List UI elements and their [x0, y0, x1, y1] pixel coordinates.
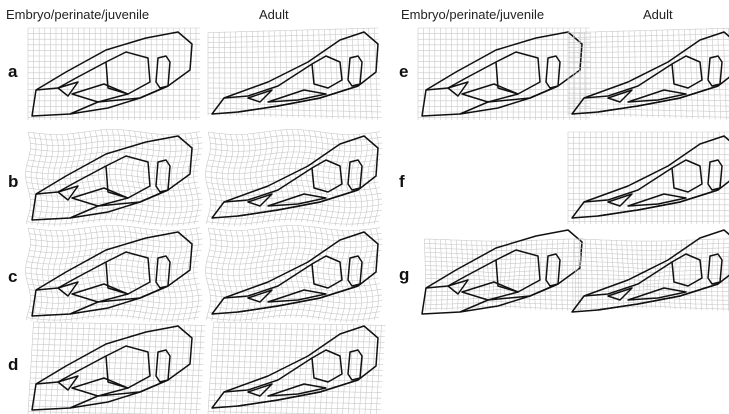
panel-c-adult	[208, 228, 380, 320]
skull-outer	[212, 136, 378, 218]
skull-fenestra1	[348, 56, 362, 86]
skull-orbit	[672, 56, 702, 88]
row-label-e: e	[399, 62, 408, 82]
skull-fenestra1	[156, 350, 170, 382]
skull-inner	[268, 90, 326, 102]
skull-grid-figure	[28, 322, 200, 414]
skull-fenestra1	[156, 160, 170, 192]
skull-outline	[212, 136, 378, 218]
deformation-grid	[568, 132, 729, 224]
panel-c-embryo	[28, 228, 200, 320]
skull-fenestra1	[348, 160, 362, 190]
panel-d-adult	[208, 322, 380, 414]
skull-fenestra1	[156, 256, 170, 288]
row-label-d: d	[8, 355, 18, 375]
skull-grid-figure	[208, 28, 380, 120]
skull-ridge	[36, 356, 106, 384]
panel-a-adult	[208, 28, 380, 120]
row-label-c: c	[8, 267, 17, 287]
row-label-f: f	[399, 172, 405, 192]
skull-fenestra1	[708, 56, 722, 86]
skull-grid-figure	[208, 228, 380, 320]
deformation-grid	[28, 322, 206, 414]
header-left-adult: Adult	[259, 7, 289, 22]
skull-grid-figure	[28, 132, 200, 224]
header-right-embryo: Embryo/perinate/juvenile	[401, 7, 544, 22]
panel-b-embryo	[28, 132, 200, 224]
skull-inner	[628, 90, 686, 102]
panel-g-adult	[568, 226, 729, 318]
row-label-g: g	[399, 265, 409, 285]
deformation-grid	[568, 28, 729, 120]
panel-g-embryo	[418, 226, 590, 318]
skull-grid-figure	[28, 28, 200, 120]
skull-outer	[212, 232, 378, 314]
header-right-adult: Adult	[643, 7, 673, 22]
skull-grid-figure	[208, 132, 380, 224]
skull-fenestra1	[348, 256, 362, 286]
row-label-a: a	[8, 62, 17, 82]
skull-orbit	[672, 254, 702, 286]
deformation-grid	[208, 28, 382, 120]
skull-outline	[212, 232, 378, 314]
panel-d-embryo	[28, 322, 200, 414]
skull-grid-figure	[418, 28, 590, 120]
skull-grid-figure	[568, 28, 729, 120]
skull-fenestra1	[708, 254, 722, 284]
deformation-grid	[26, 226, 203, 323]
panel-e-embryo	[418, 28, 590, 120]
skull-fenestra1	[708, 160, 722, 190]
row-label-b: b	[8, 172, 18, 192]
skull-grid-figure	[208, 322, 380, 414]
deformation-grid	[26, 130, 203, 227]
panel-b-adult	[208, 132, 380, 224]
skull-inner	[628, 194, 686, 206]
skull-grid-figure	[418, 226, 590, 318]
skull-grid-figure	[28, 228, 200, 320]
skull-grid-figure	[568, 226, 729, 318]
skull-grid-figure	[568, 132, 729, 224]
deformation-grid	[206, 226, 383, 323]
skull-orbit	[312, 56, 342, 88]
panel-a-embryo	[28, 28, 200, 120]
panel-e-adult	[568, 28, 729, 120]
panel-f-adult	[568, 132, 729, 224]
header-left-embryo: Embryo/perinate/juvenile	[6, 7, 149, 22]
skull-orbit	[672, 160, 702, 192]
deformation-grid	[206, 130, 383, 227]
